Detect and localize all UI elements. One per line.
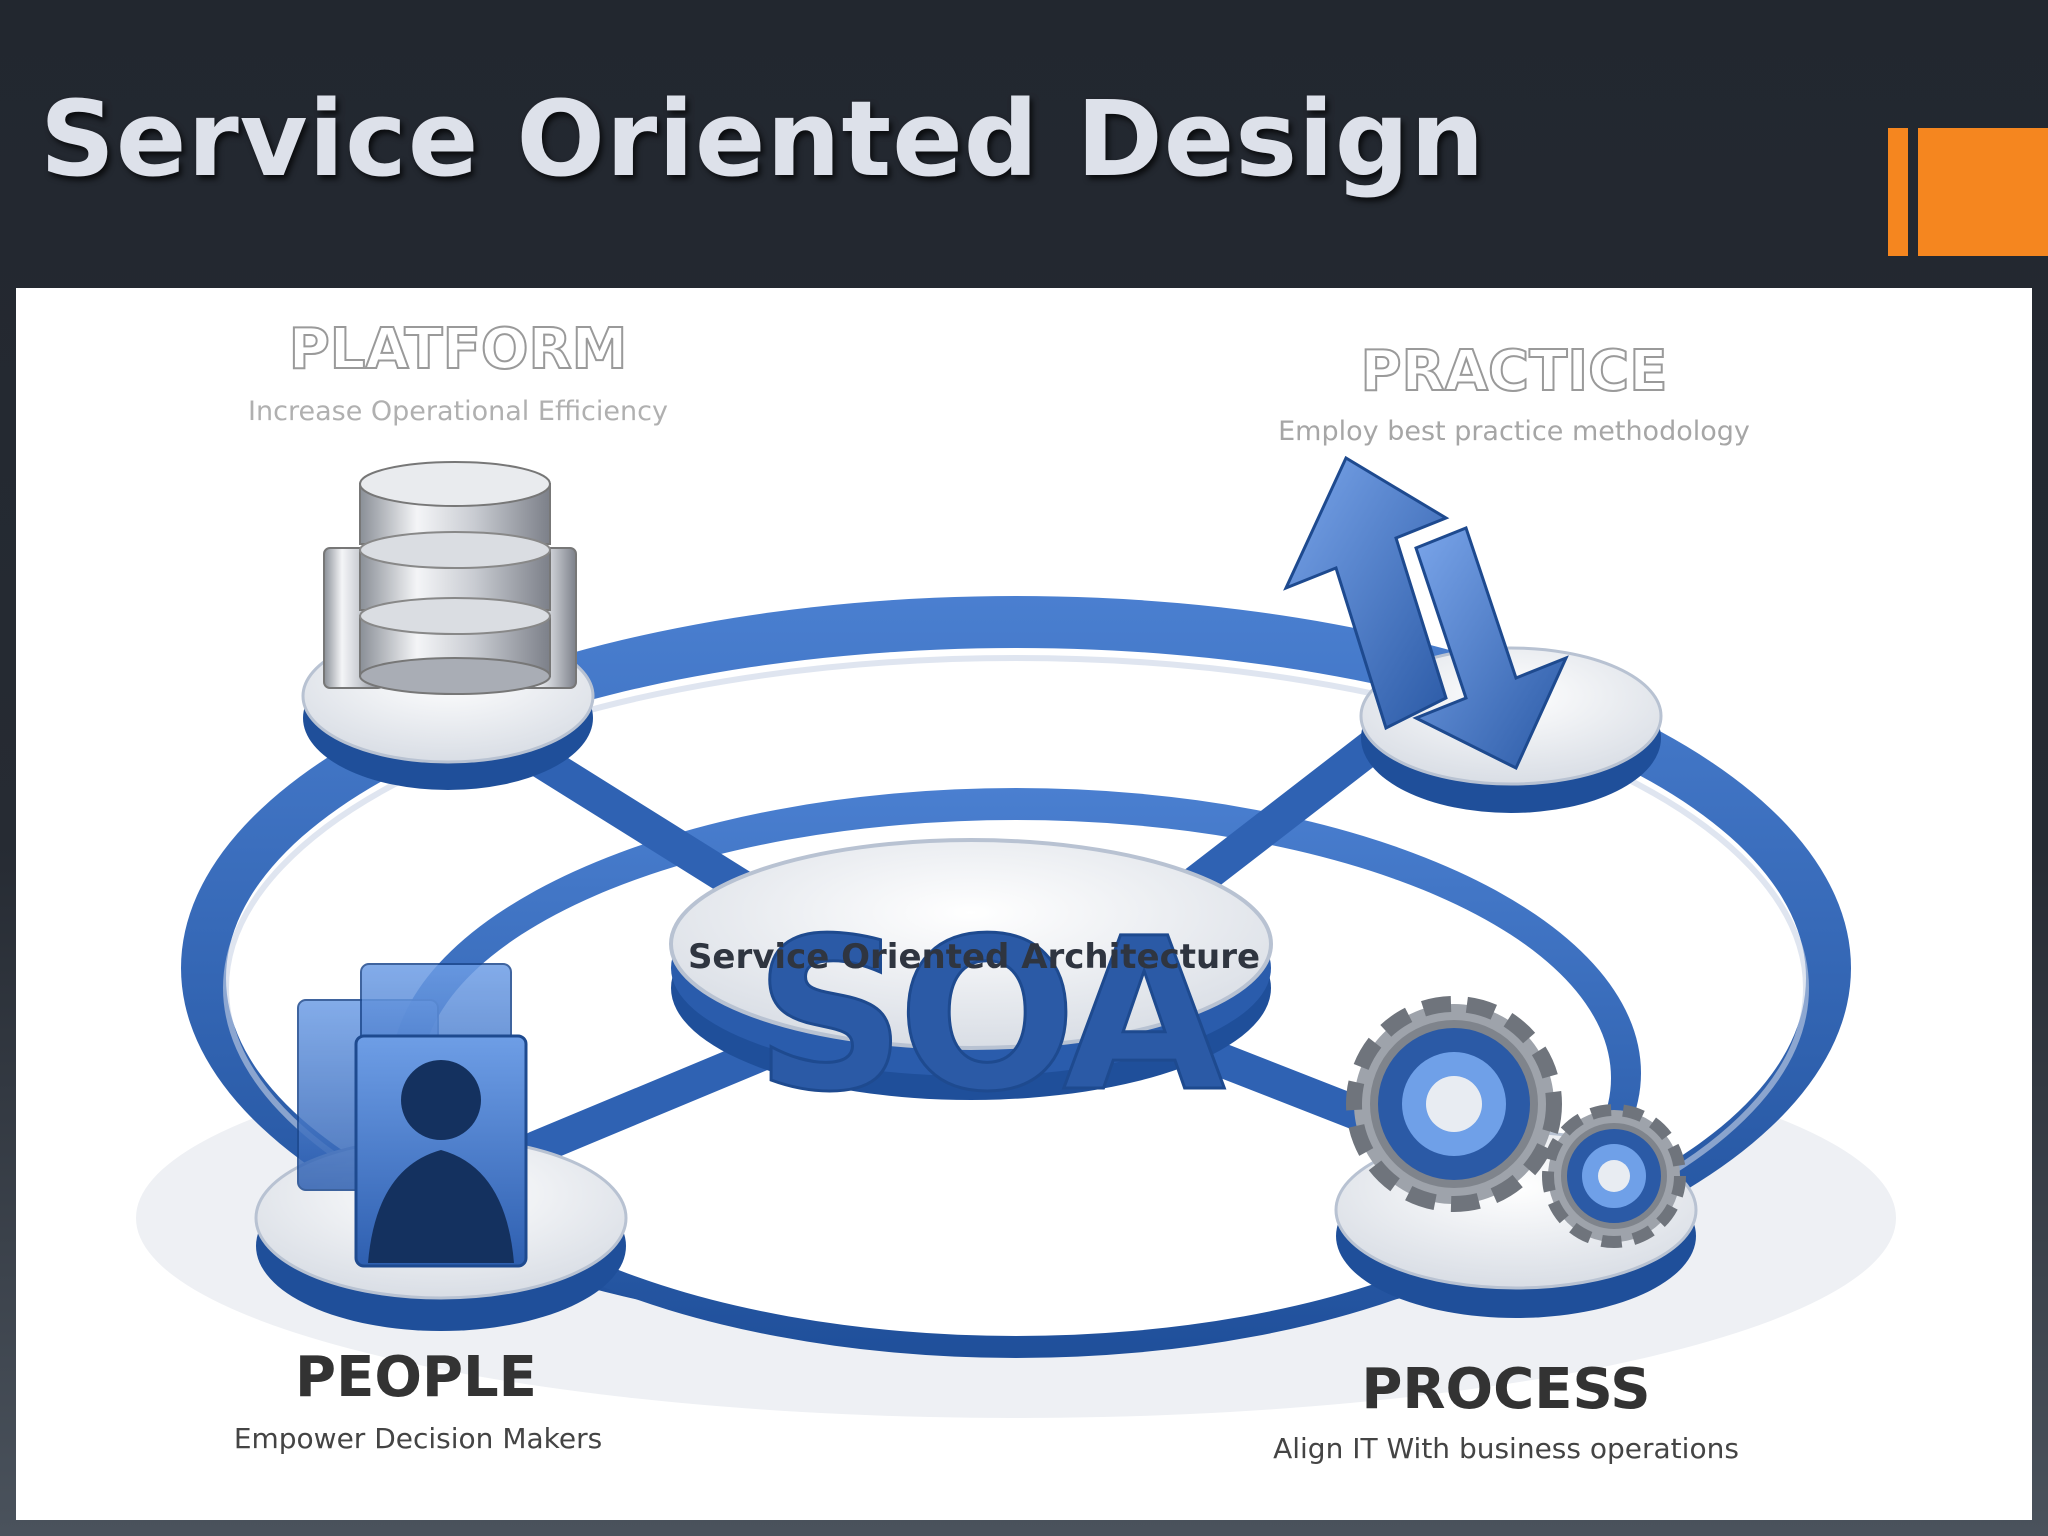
practice-title: PRACTICE [1361,339,1668,404]
platform-node [301,461,595,790]
process-node [1334,996,1698,1318]
center-disk [669,838,1273,1100]
gears-icon [1346,996,1686,1248]
platform-subtitle: Increase Operational Efficiency [248,396,668,427]
people-node [254,963,628,1331]
accent-bar-thin [1888,128,1908,256]
people-icon [297,963,528,1268]
practice-node [1283,455,1663,813]
database-icon [323,461,577,695]
soa-subtitle: Service Oriented Architecture [688,937,1260,977]
platform-title: PLATFORM [289,317,628,382]
process-title: PROCESS [1361,1357,1650,1422]
accent-bar-block [1918,128,2048,256]
slide-title: Service Oriented Design [40,78,1486,200]
arrows-icon [1283,455,1569,771]
people-title: PEOPLE [295,1345,537,1410]
soa-logo: SOA [755,893,1225,1138]
process-subtitle: Align IT With business operations [1273,1432,1739,1465]
diagram-panel: SOA Service Oriented Architecture PLATFO… [16,288,2032,1520]
practice-subtitle: Employ best practice methodology [1278,416,1750,447]
people-subtitle: Empower Decision Makers [234,1422,602,1455]
soa-diagram: SOA Service Oriented Architecture PLATFO… [136,316,1896,1465]
